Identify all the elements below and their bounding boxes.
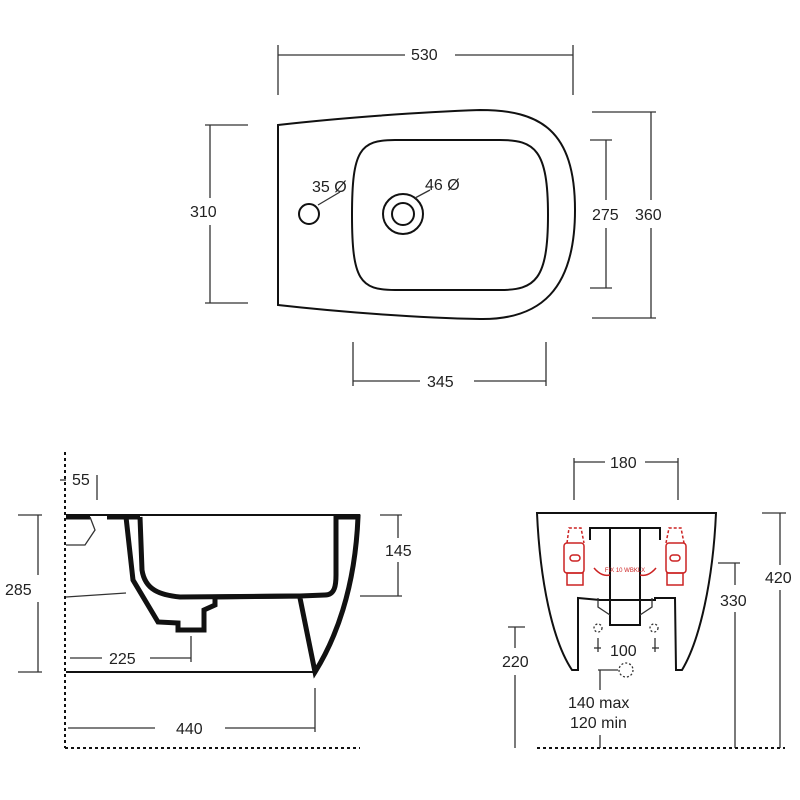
right-fixing-bracket [639, 527, 687, 586]
rear-view: FIX 10 WBKLX 180 420 330 220 100 140 max… [502, 455, 792, 749]
dim-drain-distance: 225 [109, 651, 136, 668]
tap-hole [298, 203, 320, 225]
dim-fixing-height: 330 [720, 593, 747, 610]
dim-supply-max: 140 max [568, 695, 629, 712]
dim-depth-overall: 360 [635, 207, 662, 224]
bracket-label: FIX 10 WBKLX [605, 568, 645, 574]
dim-bowl-depth: 275 [592, 207, 619, 224]
tap-hole-label: 35 Ø [312, 179, 347, 196]
dim-bowl-height: 145 [385, 543, 412, 560]
drain-hole-label: 46 Ø [425, 177, 460, 194]
dim-waste-spacing: 100 [610, 643, 637, 660]
left-fixing-bracket [563, 527, 611, 586]
bowl-outline-top [350, 139, 550, 291]
dim-rim-offset: 55 [72, 472, 90, 489]
dim-width-overall: 530 [411, 47, 438, 64]
bidet-outline-top [277, 108, 577, 321]
dim-bowl-width: 345 [427, 374, 454, 391]
dim-waste-height: 220 [502, 654, 529, 671]
dim-supply-min: 120 min [570, 715, 627, 732]
dim-depth-side: 310 [190, 204, 217, 221]
side-view: 55 285 145 225 440 [5, 452, 412, 749]
dim-fixing-width: 180 [610, 455, 637, 472]
dim-height-rear: 420 [765, 570, 792, 587]
drain-hole-inner [391, 202, 415, 226]
dim-projection: 440 [176, 721, 203, 738]
dim-height: 285 [5, 582, 32, 599]
drain-hole-outer [382, 193, 424, 235]
top-view: 35 Ø 46 Ø 530 310 275 360 345 [190, 45, 662, 391]
